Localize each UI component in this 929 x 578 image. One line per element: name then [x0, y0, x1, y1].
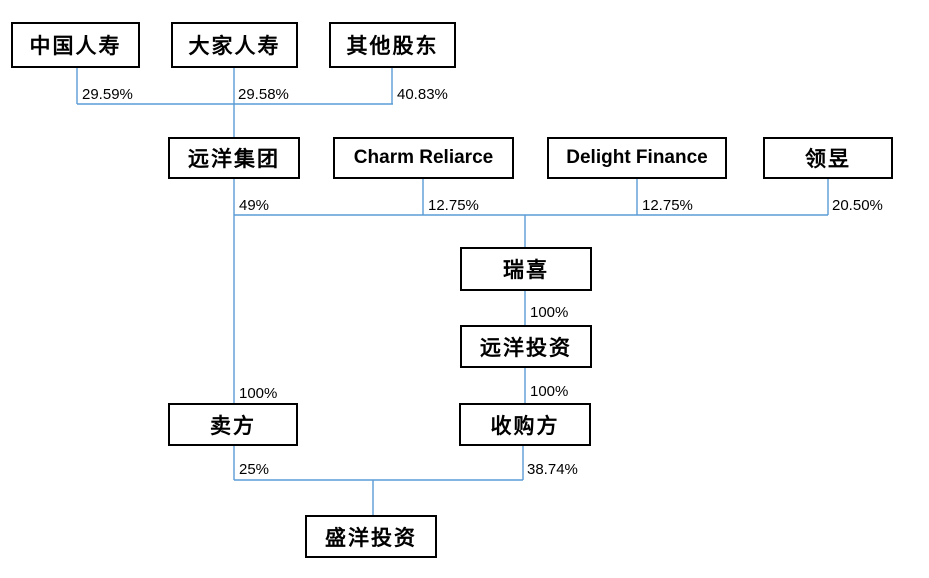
pct-seller-to-shengyang: 25%	[239, 461, 270, 478]
pct-group-to-ruixi: 49%	[239, 197, 270, 214]
node-lingyu: 领昱	[763, 137, 893, 179]
node-china-life: 中国人寿	[11, 22, 140, 68]
node-sino-ocean-investment: 远洋投资	[460, 325, 592, 368]
node-acquirer: 收购方	[459, 403, 591, 446]
node-delight-finance: Delight Finance	[547, 137, 727, 179]
pct-lingyu-to-ruixi: 20.50%	[832, 197, 883, 214]
node-shengyang-investment: 盛洋投资	[305, 515, 437, 558]
pct-investment-to-acquirer: 100%	[530, 383, 569, 400]
pct-acquirer-to-shengyang: 38.74%	[527, 461, 578, 478]
node-seller: 卖方	[168, 403, 298, 446]
node-charm-reliarce: Charm Reliarce	[333, 137, 514, 179]
pct-charm-to-ruixi: 12.75%	[428, 197, 479, 214]
node-sino-ocean-group: 远洋集团	[168, 137, 300, 179]
pct-group-to-seller: 100%	[239, 385, 278, 402]
pct-dajia-life-to-group: 29.58%	[238, 86, 289, 103]
pct-other-to-group: 40.83%	[397, 86, 448, 103]
pct-delight-to-ruixi: 12.75%	[642, 197, 693, 214]
pct-china-life-to-group: 29.59%	[82, 86, 133, 103]
node-other-shareholders: 其他股东	[329, 22, 456, 68]
node-dajia-life: 大家人寿	[171, 22, 298, 68]
pct-ruixi-to-investment: 100%	[530, 304, 569, 321]
node-ruixi: 瑞喜	[460, 247, 592, 291]
